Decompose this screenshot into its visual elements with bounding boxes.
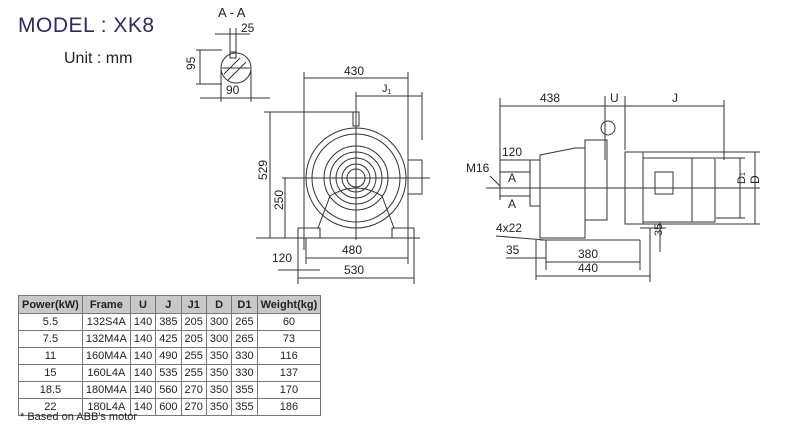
table-cell: 170 — [256, 381, 322, 399]
bolt-span-label: 480 — [342, 243, 362, 257]
table-cell: 255 — [180, 364, 207, 382]
shaft-length-label: 120 — [502, 145, 522, 159]
header-d: D — [205, 295, 233, 314]
table-cell: 330 — [231, 347, 258, 365]
table-cell: 137 — [256, 364, 322, 382]
table-cell: 270 — [180, 381, 207, 399]
table-cell: 355 — [231, 381, 258, 399]
table-cell: 140 — [129, 330, 157, 348]
table-cell: 385 — [155, 313, 182, 331]
table-cell: 132M4A — [81, 330, 131, 348]
section-mark-top: A — [508, 171, 516, 185]
foot-offset-label: 120 — [272, 251, 292, 265]
header-weight: Weight(kg) — [256, 295, 322, 314]
key-width-label: 25 — [241, 21, 255, 35]
length-438-label: 438 — [540, 91, 560, 105]
section-title: A - A — [218, 5, 246, 20]
overall-height-label: 529 — [256, 160, 270, 180]
j1-sub: 1 — [388, 89, 392, 96]
table-cell: 132S4A — [81, 313, 131, 331]
table-cell: 425 — [155, 330, 182, 348]
j1-label: J — [382, 83, 388, 95]
height-label: 95 — [184, 56, 198, 70]
table-cell: 255 — [180, 347, 207, 365]
table-cell: 180M4A — [81, 381, 131, 399]
section-a-a: A - A 25 95 90 — [184, 5, 270, 102]
table-cell: 15 — [18, 364, 83, 382]
table-cell: 350 — [205, 347, 233, 365]
model-title: MODEL : XK8 — [18, 14, 155, 37]
table-cell: 205 — [180, 330, 207, 348]
front-width-label: 430 — [344, 64, 364, 78]
footnote: * Based on ABB's motor — [20, 411, 138, 423]
header-frame: Frame — [81, 295, 131, 314]
table-cell: 600 — [155, 398, 182, 416]
side-view: 438 U J D1 D 120 M16 A A 4x22 — [466, 91, 762, 282]
side-bolt-span-label: 380 — [578, 247, 598, 261]
table-cell: 265 — [231, 313, 258, 331]
table-cell: 300 — [205, 330, 233, 348]
table-cell: 22 — [18, 398, 83, 416]
table-cell: 140 — [129, 347, 157, 365]
d-label: D — [748, 175, 762, 184]
table-cell: 18.5 — [18, 381, 83, 399]
svg-text:D1: D1 — [736, 172, 748, 184]
table-cell: 355 — [231, 398, 258, 416]
table-cell: 160L4A — [81, 364, 131, 382]
header-power: Power(kW) — [18, 295, 83, 314]
table-cell: 270 — [180, 398, 207, 416]
section-mark-bottom: A — [508, 197, 516, 211]
table-cell: 535 — [155, 364, 182, 382]
table-cell: 350 — [205, 381, 233, 399]
table-cell: 265 — [231, 330, 258, 348]
d1-sub: 1 — [740, 172, 747, 176]
base-width-label: 530 — [344, 263, 364, 277]
table-cell: 330 — [231, 364, 258, 382]
unit-label: Unit : mm — [64, 50, 133, 67]
header-u: U — [129, 295, 157, 314]
table-cell: 300 — [205, 313, 233, 331]
table-cell: 140 — [129, 398, 157, 416]
shaft-dia-label: 90 — [226, 83, 240, 97]
table-cell: 140 — [129, 313, 157, 331]
spec-table: Power(kW) Frame U J J1 D D1 Weight(kg) 5… — [18, 295, 322, 416]
table-header-row: Power(kW) Frame U J J1 D D1 Weight(kg) — [18, 295, 322, 314]
foot-height-label: 35 — [653, 224, 665, 236]
table-cell: 490 — [155, 347, 182, 365]
table-cell: 73 — [256, 330, 322, 348]
table-cell: 186 — [256, 398, 322, 416]
table-cell: 116 — [256, 347, 322, 365]
header-j1: J1 — [180, 295, 207, 314]
svg-text:J1: J1 — [382, 83, 392, 96]
table-cell: 350 — [205, 398, 233, 416]
table-cell: 140 — [129, 381, 157, 399]
table-cell: 560 — [155, 381, 182, 399]
base-length-label: 440 — [578, 261, 598, 275]
table-cell: 140 — [129, 364, 157, 382]
u-label: U — [610, 91, 619, 105]
thread-label: M16 — [466, 161, 490, 175]
edge-label: 35 — [506, 243, 520, 257]
front-view: 430 J1 529 250 480 120 530 — [256, 64, 430, 284]
holes-label: 4x22 — [496, 221, 522, 235]
table-cell: 60 — [256, 313, 322, 331]
table-cell: 350 — [205, 364, 233, 382]
center-height-label: 250 — [272, 190, 286, 210]
j-label: J — [672, 91, 678, 105]
header-d1: D1 — [231, 295, 258, 314]
table-cell: 7.5 — [18, 330, 83, 348]
table-cell: 5.5 — [18, 313, 83, 331]
header-j: J — [155, 295, 182, 314]
table-cell: 160M4A — [81, 347, 131, 365]
table-cell: 11 — [18, 347, 83, 365]
d1-label: D — [736, 176, 748, 184]
table-cell: 205 — [180, 313, 207, 331]
